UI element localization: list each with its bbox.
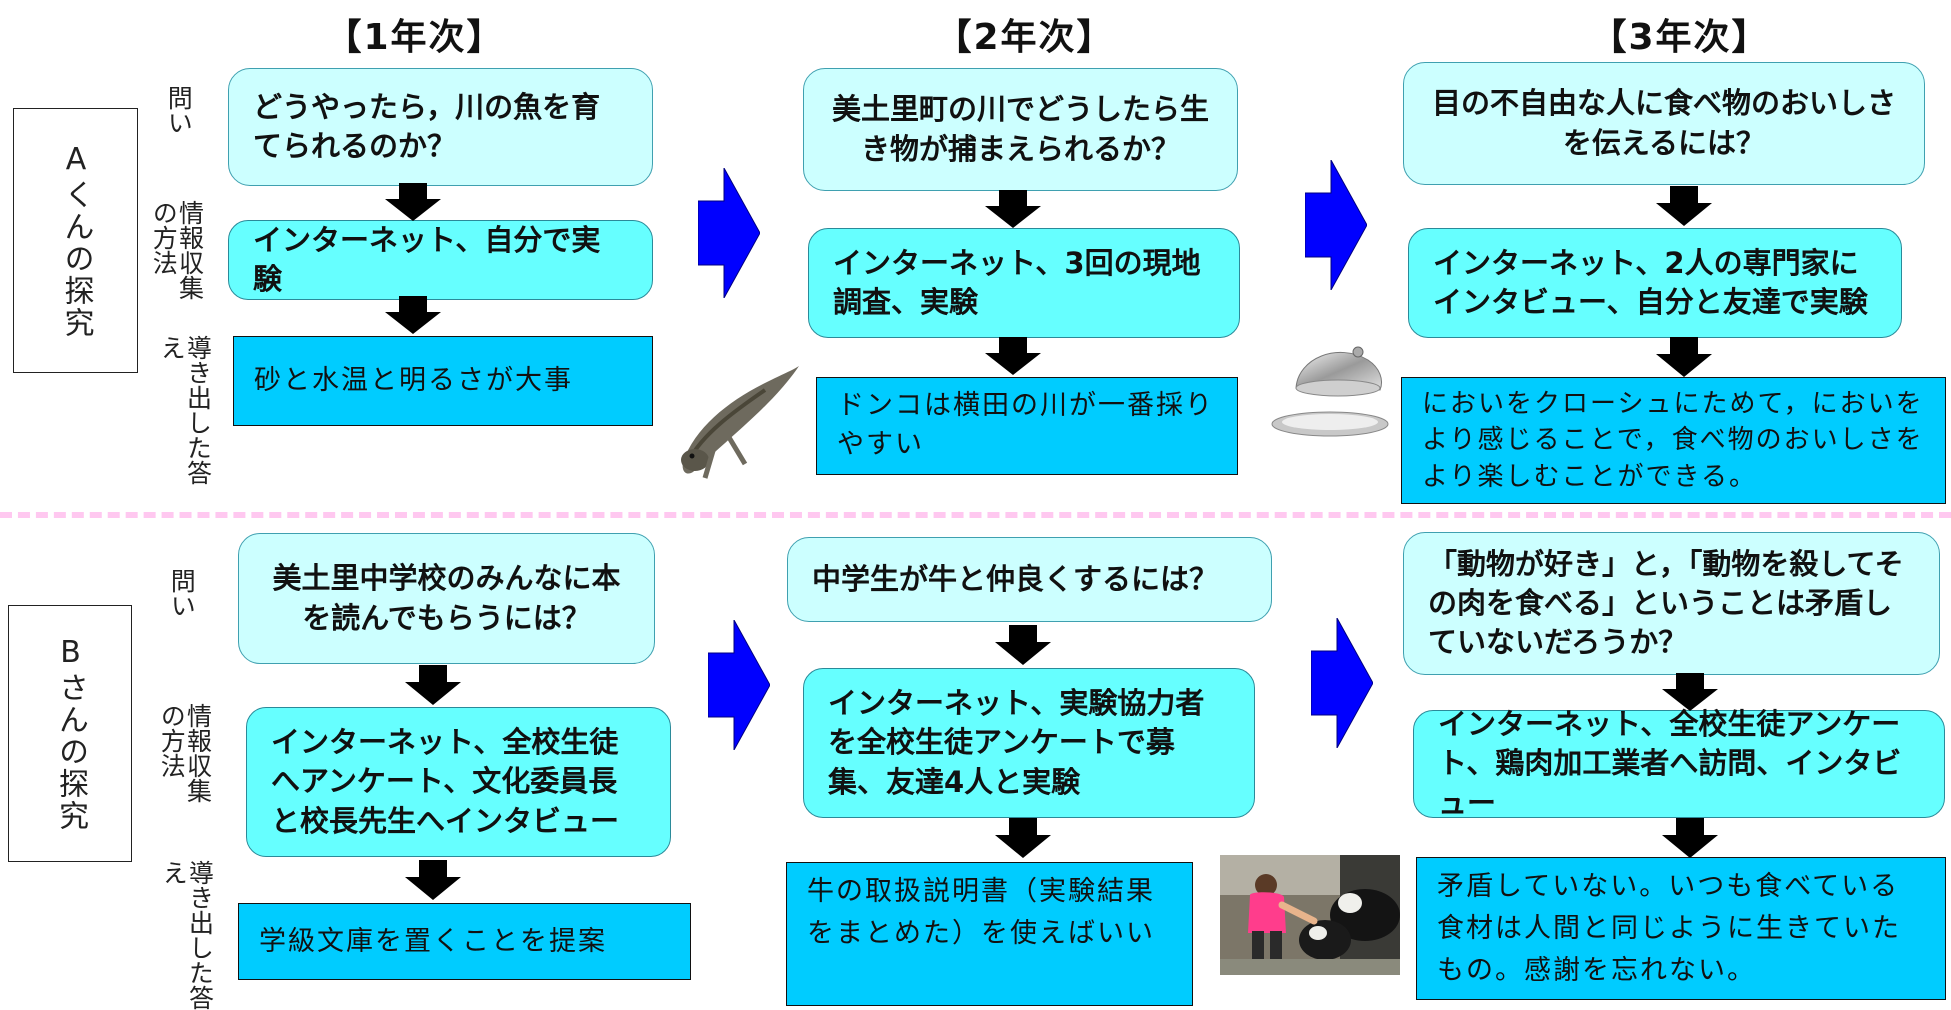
down-arrow-b-y3-2 [1662, 818, 1718, 858]
row-label-method-a: 情報収集の方法 [149, 200, 205, 300]
down-arrow-b-y1-1 [405, 665, 461, 705]
b-y2-answer: 牛の取扱説明書（実験結果をまとめた）を使えばいい [786, 862, 1193, 1006]
student-a-label: Aくんの探究 [58, 142, 94, 339]
a-y3-answer: においをクローシュにためて，においをより感じることで，食べ物のおいしさをより楽し… [1401, 377, 1946, 504]
stage-arrow-b-1 [708, 620, 770, 750]
down-arrow-b-y2-2 [995, 818, 1051, 858]
down-arrow-a-y2-1 [985, 190, 1041, 228]
a-y1-question: どうやったら，川の魚を育てられるのか？ [228, 68, 653, 186]
a-y3-method: インターネット、2人の専門家にインタビュー、自分と友達で実験 [1408, 228, 1902, 338]
b-y3-method: インターネット、全校生徒アンケート、鶏肉加工業者へ訪問、インタビュー [1413, 707, 1945, 820]
year-1-header: 【1年次】 [325, 17, 505, 58]
down-arrow-b-y1-2 [405, 860, 461, 900]
b-y2-method: インターネット、実験協力者を全校生徒アンケートで募集、友達4人と実験 [803, 668, 1255, 818]
year-3-header: 【3年次】 [1590, 17, 1770, 58]
down-arrow-a-y3-2 [1656, 337, 1712, 377]
down-arrow-a-y3-1 [1656, 186, 1712, 226]
a-y2-method: インターネット、3回の現地調査、実験 [808, 228, 1240, 338]
down-arrow-b-y3-1 [1662, 673, 1718, 711]
down-arrow-b-y2-1 [995, 625, 1051, 665]
a-y2-answer: ドンコは横田の川が一番採りやすい [816, 377, 1238, 475]
b-y2-question: 中学生が牛と仲良くするには？ [787, 537, 1272, 622]
stage-arrow-a-1 [698, 168, 760, 298]
a-y2-question: 美土里町の川でどうしたら生き物が捕まえられるか？ [803, 68, 1238, 191]
down-arrow-a-y1-1 [385, 183, 441, 221]
down-arrow-a-y2-2 [985, 337, 1041, 375]
a-y1-answer: 砂と水温と明るさが大事 [233, 336, 653, 426]
stage-arrow-b-2 [1311, 618, 1373, 748]
fish-photo [681, 366, 799, 479]
b-y1-answer: 学級文庫を置くことを提案 [238, 903, 691, 980]
student-a-label-box: Aくんの探究 [13, 108, 138, 373]
row-label-question-b: 問い [167, 568, 197, 618]
row-label-question-a: 問い [164, 85, 194, 135]
row-label-method-b: 情報収集の方法 [157, 703, 213, 803]
cloche-photo [1271, 346, 1389, 437]
a-y3-question: 目の不自由な人に食べ物のおいしさを伝えるには？ [1403, 62, 1925, 185]
b-y1-method: インターネット、全校生徒へアンケート、文化委員長と校長先生へインタビュー [246, 707, 671, 857]
section-divider [0, 512, 1951, 518]
year-2-header: 【2年次】 [935, 17, 1115, 58]
b-y3-question: 「動物が好き」と，「動物を殺してその肉を食べる」ということは矛盾していないだろう… [1403, 532, 1940, 675]
student-b-label: Bさんの探究 [53, 635, 88, 832]
cow-photo [1220, 855, 1400, 975]
a-y1-method: インターネット、自分で実験 [228, 220, 653, 300]
row-label-answer-a: 導き出した答え [157, 335, 213, 485]
down-arrow-a-y1-2 [385, 296, 441, 334]
student-b-label-box: Bさんの探究 [8, 605, 132, 862]
b-y1-question: 美土里中学校のみんなに本を読んでもらうには？ [238, 533, 655, 664]
stage-arrow-a-2 [1305, 160, 1367, 290]
b-y3-answer: 矛盾していない。いつも食べている食材は人間と同じように生きていたもの。感謝を忘れ… [1416, 857, 1946, 1000]
row-label-answer-b: 導き出した答え [159, 860, 215, 1010]
